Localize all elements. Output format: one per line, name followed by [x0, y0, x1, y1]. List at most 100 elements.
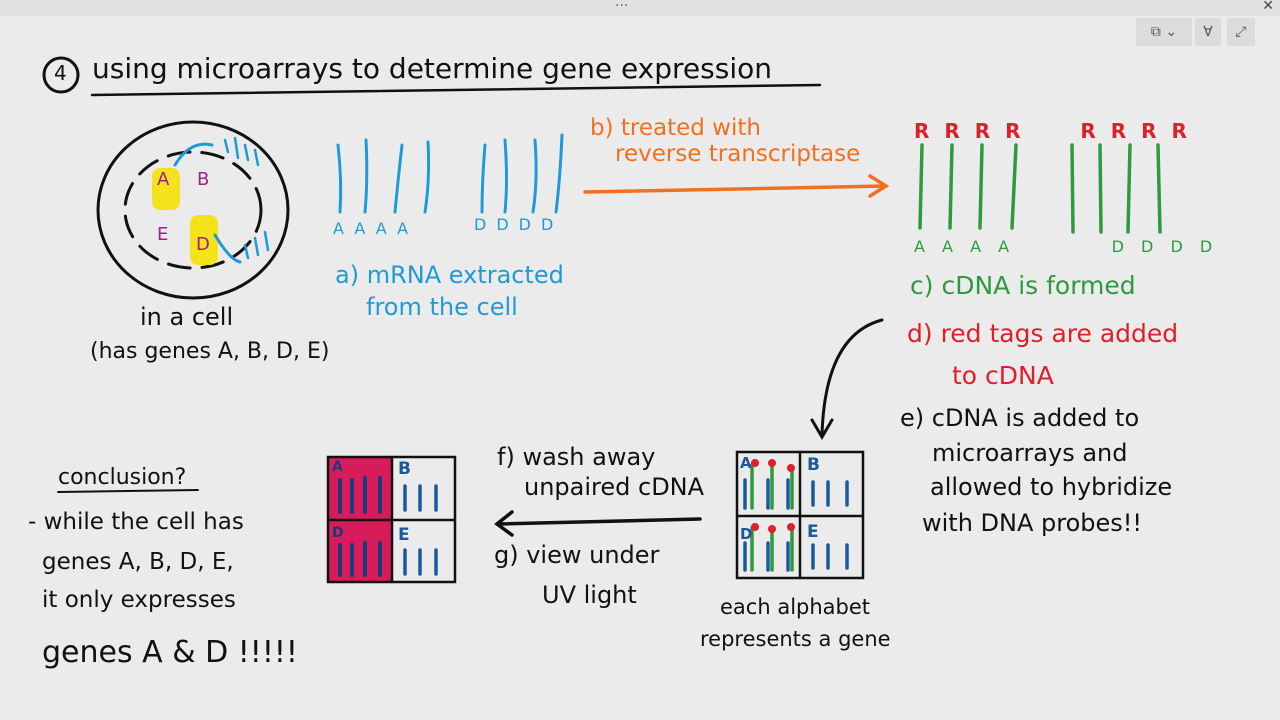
label-text: A	[354, 219, 376, 238]
conclusion-heading: conclusion?	[58, 465, 187, 490]
array-cell-a: A	[740, 454, 752, 472]
label-text: R	[914, 119, 930, 143]
drawing-stroke	[503, 138, 508, 214]
drawing-stroke	[263, 230, 270, 252]
label-text: R	[1005, 119, 1021, 143]
pen-icon: ∀	[1203, 24, 1213, 40]
result-cell-b: B	[398, 459, 411, 479]
gene-d-highlight	[190, 215, 218, 265]
drawing-stroke	[1010, 143, 1018, 230]
drawing-stroke	[531, 138, 538, 214]
arrow-b	[583, 184, 887, 194]
gene-a-highlight	[152, 168, 180, 210]
step-e-line-2: microarrays and	[932, 439, 1128, 467]
transcription-arrow-a	[173, 142, 214, 167]
gene-d: D	[196, 234, 210, 255]
conclusion-underline	[57, 489, 199, 493]
red-tags: R R R R R R R R	[914, 120, 1187, 142]
expand-icon: ⤢	[1235, 24, 1247, 40]
step-a-line-2: from the cell	[366, 293, 518, 321]
nucleus	[123, 150, 263, 270]
gene-e: E	[157, 224, 169, 245]
cell-note: (has genes A, B, D, E)	[90, 339, 330, 364]
array-cell-d: D	[740, 525, 753, 543]
microarray-grid	[735, 450, 865, 580]
conclusion-line-2: genes A, B, D, E,	[42, 549, 234, 575]
label-text: D	[1111, 237, 1124, 256]
title-underline	[90, 83, 822, 97]
arrow-e-head	[810, 418, 834, 440]
step-number: 4	[54, 61, 67, 85]
result-cell-a: A	[332, 459, 343, 475]
label-text: D	[1199, 237, 1213, 256]
step-f-line-1: f) wash away	[497, 443, 656, 471]
close-button[interactable]: ✕	[1262, 0, 1274, 14]
drawing-stroke	[223, 138, 230, 154]
label-text: A	[970, 237, 982, 256]
drawing-stroke	[768, 459, 776, 467]
arrow-b-head	[868, 174, 890, 198]
conclusion-line-3: it only expresses	[42, 587, 236, 613]
step-g-line-2: UV light	[542, 581, 637, 609]
step-e-line-4: with DNA probes!!	[922, 509, 1143, 537]
drawing-stroke	[1126, 143, 1132, 234]
arrow-f-head	[494, 510, 514, 537]
label-text: A	[942, 237, 953, 256]
drawing-stroke	[253, 148, 260, 167]
step-e-line-3: allowed to hybridize	[930, 473, 1173, 501]
transcription-arrow-d	[213, 233, 242, 264]
drawing-stroke	[787, 464, 795, 472]
label-text: R	[1141, 119, 1157, 143]
drawing-stroke	[480, 143, 487, 214]
mrna-labels-a: AAAA	[333, 220, 418, 238]
step-e-line-1: e) cDNA is added to	[900, 404, 1140, 432]
drawing-stroke	[338, 476, 382, 577]
label-text: A	[998, 237, 1010, 256]
result-cell-e: E	[398, 525, 410, 545]
drawing-stroke	[233, 136, 240, 160]
label-text: R	[1110, 119, 1127, 143]
result-array-grid	[326, 455, 457, 584]
drawing-stroke	[751, 459, 795, 533]
cdna-labels: A A A A D D D D	[914, 238, 1212, 256]
expand-button[interactable]: ⤢	[1227, 18, 1255, 46]
drawing-stroke	[403, 484, 438, 576]
gene-b: B	[197, 169, 210, 190]
label-text: A	[375, 219, 398, 238]
menu-dots[interactable]: ...	[615, 0, 629, 10]
step-d-line-2: to cDNA	[952, 361, 1054, 390]
label-text: A	[914, 237, 925, 256]
label-text: D	[1170, 237, 1183, 256]
conclusion-line-1: - while the cell has	[28, 509, 244, 535]
mrna-labels-d: DDDD	[474, 216, 563, 234]
drawing-stroke	[750, 463, 794, 572]
cell-caption: in a cell	[140, 303, 234, 331]
window-titlebar: ... ✕	[0, 0, 1280, 16]
drawing-stroke	[743, 478, 849, 572]
split-view-button[interactable]: ⧉ ⌄	[1136, 18, 1192, 46]
split-view-icon: ⧉ ⌄	[1150, 24, 1178, 40]
label-text: D	[518, 215, 541, 234]
array-cell-b: B	[807, 455, 820, 475]
drawing-stroke	[751, 459, 759, 467]
drawing-stroke	[978, 143, 984, 230]
arrow-f	[496, 517, 702, 526]
drawing-stroke	[751, 523, 759, 531]
drawing-stroke	[787, 523, 795, 531]
step-number-circle	[42, 56, 80, 94]
mrna-leaving-cell	[223, 136, 270, 260]
drawing-stroke	[243, 143, 250, 162]
drawing-stroke	[918, 143, 924, 230]
drawing-stroke	[363, 138, 369, 214]
pen-button[interactable]: ∀	[1195, 18, 1221, 46]
drawing-stroke	[554, 133, 564, 214]
drawing-stroke	[393, 143, 404, 214]
drawing-stroke	[1098, 143, 1103, 234]
drawing-stroke	[768, 525, 776, 533]
cell-membrane	[96, 120, 290, 300]
array-caption-1: each alphabet	[720, 595, 871, 619]
drawing-stroke	[336, 143, 343, 214]
label-text: D	[1141, 237, 1154, 256]
drawing-stroke	[948, 143, 954, 230]
